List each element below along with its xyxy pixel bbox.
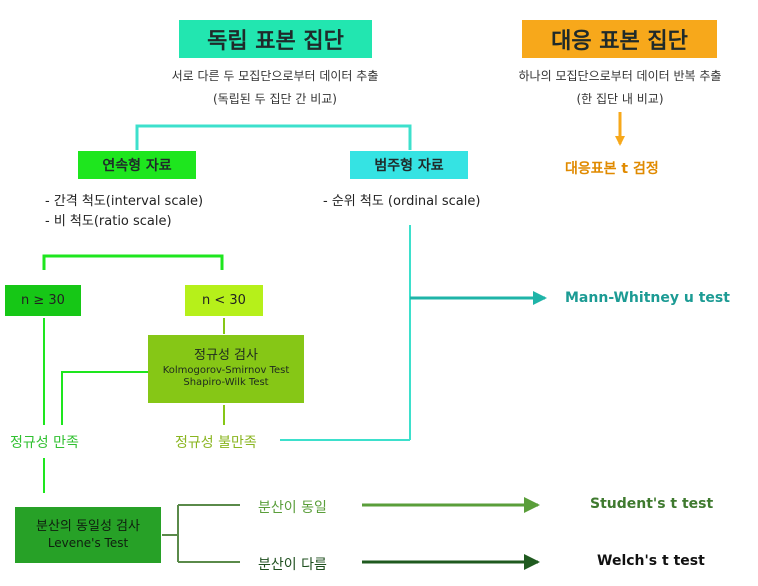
normality-test-title: 정규성 검사: [194, 348, 258, 364]
small-sample-label: n < 30: [202, 293, 246, 308]
paired-desc-1: 하나의 모집단으로부터 데이터 반복 추출: [518, 69, 722, 83]
test-to-satisfied-line: [61, 371, 148, 425]
mann-whitney-test-label: Mann-Whitney u test: [565, 290, 730, 306]
normality-test-box: 정규성 검사 Kolmogorov-Smirnov Test Shapiro-W…: [148, 335, 304, 403]
large-sample-label: n ≥ 30: [21, 293, 65, 308]
independent-bracket: [135, 124, 412, 150]
student-t-test-label: Student's t test: [590, 496, 714, 512]
continuous-data-label: 연속형 자료: [102, 158, 172, 174]
paired-samples-box: 대응 표본 집단: [522, 20, 717, 58]
independent-desc-1: 서로 다른 두 모집단으로부터 데이터 추출: [171, 69, 379, 83]
categorical-data-label: 범주형 자료: [374, 158, 444, 174]
ordinal-scale-item: - 순위 척도 (ordinal scale): [323, 194, 481, 209]
independent-samples-title: 독립 표본 집단: [207, 29, 344, 54]
variance-split-bracket: [162, 504, 240, 563]
sample-size-bracket: [42, 254, 224, 270]
categorical-data-box: 범주형 자료: [350, 151, 468, 179]
normality-satisfied-label: 정규성 만족: [10, 435, 79, 451]
normality-not-satisfied-label: 정규성 불만족: [175, 435, 257, 451]
paired-t-test-label: 대응표본 t 검정: [565, 161, 659, 177]
variance-test-title: 분산의 동일성 검사: [36, 519, 140, 535]
shapiro-wilk-label: Shapiro-Wilk Test: [183, 377, 269, 389]
independent-samples-box: 독립 표본 집단: [179, 20, 372, 58]
large-sample-box: n ≥ 30: [5, 285, 81, 316]
paired-samples-title: 대응 표본 집단: [551, 29, 688, 54]
unequal-variance-label: 분산이 다름: [258, 557, 327, 573]
paired-desc-2: (한 집단 내 비교): [576, 92, 664, 106]
small-sample-box: n < 30: [185, 285, 263, 316]
equal-variance-label: 분산이 동일: [258, 500, 327, 516]
variance-test-box: 분산의 동일성 검사 Levene's Test: [15, 507, 161, 563]
levene-test-label: Levene's Test: [47, 535, 129, 550]
interval-scale-item: - 간격 척도(interval scale): [45, 194, 204, 209]
independent-desc-2: (독립된 두 집단 간 비교): [213, 92, 337, 106]
ratio-scale-item: - 비 척도(ratio scale): [45, 214, 172, 229]
continuous-data-box: 연속형 자료: [78, 151, 196, 179]
kolmogorov-smirnov-label: Kolmogorov-Smirnov Test: [162, 364, 290, 376]
welch-t-test-label: Welch's t test: [597, 553, 705, 569]
